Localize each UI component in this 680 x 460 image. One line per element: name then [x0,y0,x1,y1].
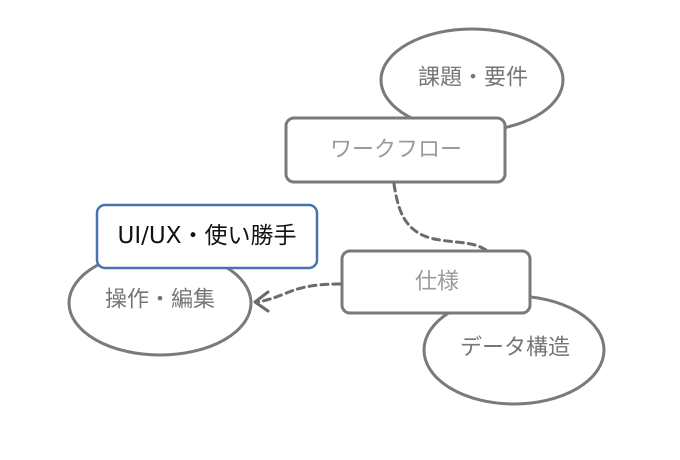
node-spec-label: 仕様 [415,270,459,295]
node-issues-requirements: 課題・要件 [379,27,565,133]
connector-spec-to-operation [256,282,342,304]
node-issues-requirements-label: 課題・要件 [418,66,528,91]
node-spec-shape [340,249,532,315]
node-ui-ux-usability-label: UI/UX・使い勝手 [118,223,297,249]
node-spec: 仕様 [340,249,532,315]
node-operation-editing-label: 操作・編集 [105,288,215,313]
node-ui-ux-usability-shape [95,203,319,270]
arrowhead-icon [253,290,270,313]
node-workflow-label: ワークフロー [330,138,462,163]
node-workflow: ワークフロー [284,116,507,184]
node-ui-ux-usability: UI/UX・使い勝手 [95,203,319,270]
node-workflow-shape [284,116,507,184]
connector-workflow-to-spec [392,182,488,252]
node-operation-editing: 操作・編集 [67,249,253,357]
node-data-structure-label: データ構造 [460,336,570,361]
